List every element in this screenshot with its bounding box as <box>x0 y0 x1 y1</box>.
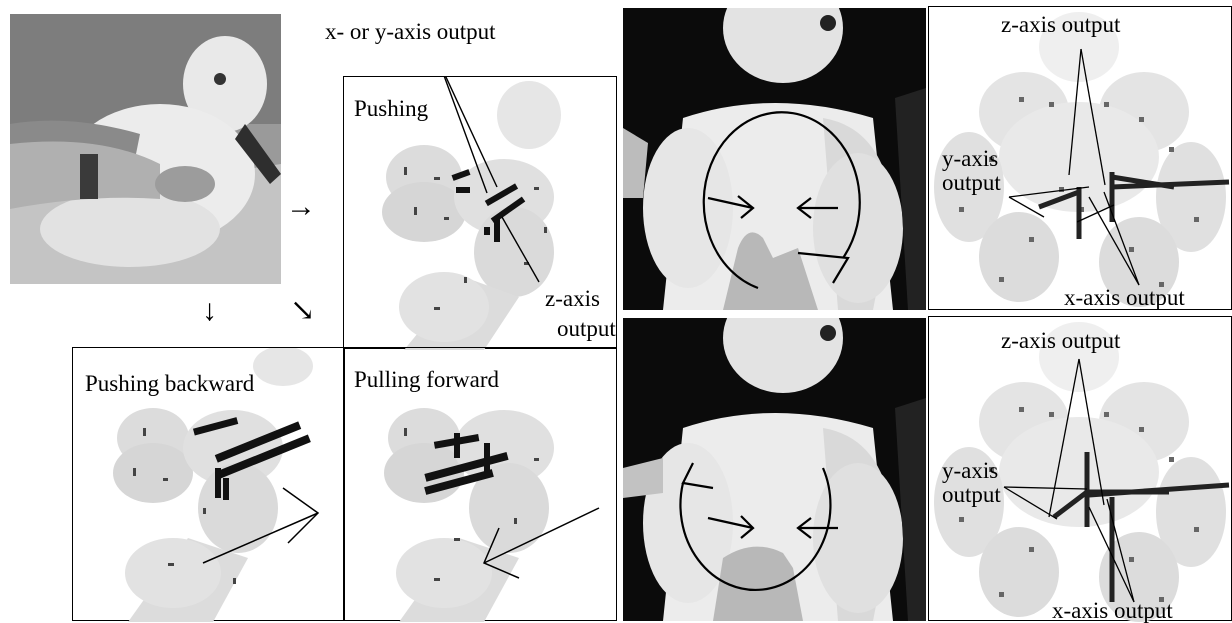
y-axis-output-label-bottom: y-axis output <box>942 459 1001 507</box>
z-axis-line2: output <box>557 316 616 341</box>
top-hand-photo <box>623 8 926 310</box>
y-axis-line2-bottom: output <box>942 482 1001 507</box>
xy-axis-output-label: x- or y-axis output <box>325 20 496 43</box>
y-axis-line2: output <box>942 170 1001 195</box>
bottom-sensor-plot: z-axis output y-axis output x-axis outpu… <box>928 316 1232 621</box>
arrow-right-icon: → <box>286 192 316 222</box>
y-axis-output-label-top: y-axis output <box>942 147 1001 195</box>
x-axis-output-label-bottom: x-axis output <box>1052 599 1173 622</box>
pushing-backward-panel: Pushing backward <box>72 347 345 621</box>
pushing-label: Pushing <box>354 97 428 120</box>
bottom-hand-photo <box>623 318 926 621</box>
arrow-down-icon: ↓ <box>202 296 217 326</box>
x-axis-output-label-top: x-axis output <box>1064 286 1185 309</box>
pulling-forward-label: Pulling forward <box>354 368 499 391</box>
z-axis-output-label-top: z-axis output <box>1001 13 1120 36</box>
z-axis-line1: z-axis <box>545 286 600 311</box>
top-sensor-plot: z-axis output y-axis output x-axis outpu… <box>928 6 1232 310</box>
z-axis-output-label-left: z-axis output <box>545 284 616 344</box>
pulling-forward-panel: Pulling forward <box>343 347 617 621</box>
z-axis-output-label-bottom: z-axis output <box>1001 329 1120 352</box>
arrow-diagonal-icon: ↘ <box>290 296 315 326</box>
y-axis-line1-bottom: y-axis <box>942 458 998 483</box>
robot-held-photo <box>10 14 281 284</box>
pushing-backward-label: Pushing backward <box>85 372 254 395</box>
y-axis-line1: y-axis <box>942 146 998 171</box>
